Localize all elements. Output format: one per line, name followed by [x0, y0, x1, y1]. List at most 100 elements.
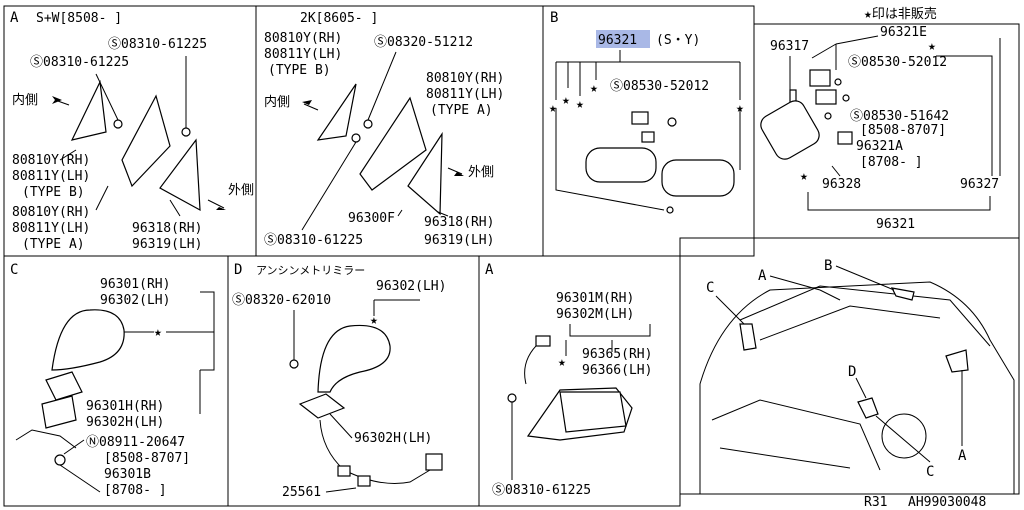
- part-label: 96366(LH): [582, 363, 652, 378]
- arrow-left-icon: [302, 100, 312, 105]
- location-label: B: [824, 258, 832, 274]
- part-label: Ⓢ08310-61225: [264, 233, 363, 248]
- part-label: 96318(RH): [132, 221, 202, 236]
- inner-mirror-part: [585, 147, 657, 183]
- bracket-part: [809, 69, 831, 87]
- arrow-right-icon: [454, 172, 464, 176]
- note-label: ★印は非販売: [864, 6, 937, 22]
- mirror-base-part: [121, 94, 171, 188]
- door-mirror-part: [51, 309, 125, 371]
- direction-label: 内側: [12, 92, 38, 108]
- connector-part: [357, 475, 371, 487]
- mirror-glass-part: [559, 391, 627, 433]
- screw-icon: [842, 94, 850, 102]
- highlight-box: [596, 30, 650, 48]
- part-label: [8708- ]: [104, 483, 167, 498]
- bracket-part: [641, 131, 655, 143]
- inner-mirror-part: [661, 159, 735, 197]
- star-icon: ★: [562, 93, 570, 108]
- mirror-cover-part: [159, 138, 201, 212]
- screw-icon: [113, 119, 123, 129]
- screw-icon: [507, 393, 517, 403]
- part-label: 80811Y(LH): [12, 169, 90, 184]
- part-label: 96302H(LH): [86, 415, 164, 430]
- star-icon: ★: [549, 101, 557, 116]
- mirror-base-part: [45, 371, 83, 401]
- panel-c: C 96301(RH) 96302(LH) ★ 96301H(RH) 96302…: [10, 262, 215, 498]
- cover-part: [837, 131, 853, 145]
- panel-a-sw: A S+W[8508- ] Ⓢ08310-61225 Ⓢ08310-61225 …: [10, 10, 254, 252]
- part-label: Ⓢ08310-61225: [30, 55, 129, 70]
- part-label: 96321E: [880, 25, 927, 40]
- diagram-code: AH99030048: [908, 495, 986, 510]
- part-label: 80810Y(RH): [12, 205, 90, 220]
- part-label: 80810Y(RH): [426, 71, 504, 86]
- direction-label: 外側: [468, 165, 494, 180]
- screw-icon: [824, 112, 832, 120]
- part-label: 96317: [770, 39, 809, 54]
- star-icon: ★: [736, 101, 744, 116]
- part-label: 80810Y(RH): [12, 153, 90, 168]
- panel-header: アンシンメトリミラー: [256, 264, 365, 277]
- connector-part: [337, 465, 351, 477]
- location-label: D: [848, 364, 856, 380]
- direction-label: 外側: [228, 183, 254, 198]
- panel-inner-mirror: ★印は非販売 96317 96321E ★ Ⓢ08530-52012 Ⓢ0853…: [760, 6, 1001, 232]
- panel-d: D アンシンメトリミラー Ⓢ08320-62010 96302(LH) ★ 96…: [232, 262, 446, 500]
- model-code: R31: [864, 495, 887, 510]
- part-label: Ⓢ08310-61225: [108, 37, 207, 52]
- panel-tag: A: [485, 262, 494, 278]
- part-label: (TYPE A): [430, 103, 493, 118]
- panel-a-electric: A 96301M(RH) 96302M(LH) 96365(RH) 96366(…: [485, 262, 652, 498]
- part-label: 80811Y(LH): [12, 221, 90, 236]
- star-icon: ★: [928, 39, 936, 54]
- connector-part: [535, 335, 551, 347]
- part-label: (S・Y): [656, 33, 700, 48]
- panel-tag: D: [234, 262, 242, 278]
- part-label: [8708- ]: [860, 155, 923, 170]
- part-label: 96319(LH): [424, 233, 494, 248]
- gasket-part: [41, 395, 77, 429]
- side-mirror-part: [739, 323, 757, 351]
- screw-icon: [181, 127, 191, 137]
- panel-tag: A: [10, 10, 19, 26]
- location-label: C: [706, 280, 714, 296]
- part-label: 96301(RH): [100, 277, 170, 292]
- part-label: (TYPE B): [268, 63, 331, 78]
- inner-mirror-part: [890, 287, 915, 301]
- screw-icon: [834, 78, 842, 86]
- part-label: 96301B: [104, 467, 151, 482]
- star-icon: ★: [576, 97, 584, 112]
- mirror-base-part: [359, 96, 427, 191]
- part-label: 96302M(LH): [556, 307, 634, 322]
- part-label-highlighted: 96321: [598, 33, 637, 48]
- panel-a-2k: 2K[8605- ] 80810Y(RH) 80811Y(LH) (TYPE B…: [264, 11, 504, 248]
- star-icon: ★: [558, 355, 566, 370]
- part-label: Ⓢ08320-51212: [374, 35, 473, 50]
- part-label: 96302H(LH): [354, 431, 432, 446]
- part-label: 96321A: [856, 139, 903, 154]
- car-body-outline: [699, 281, 1015, 495]
- mirror-cover-part: [316, 83, 357, 141]
- mirror-cover-part: [70, 79, 107, 141]
- screw-icon: [666, 206, 674, 214]
- part-label: 96321: [876, 217, 915, 232]
- arrow-right-icon: [216, 207, 226, 210]
- side-mirror-part: [945, 349, 969, 373]
- part-label: 80810Y(RH): [264, 31, 342, 46]
- part-label: Ⓢ08320-62010: [232, 293, 331, 308]
- harness-part: [15, 429, 77, 449]
- panel-tag: C: [10, 262, 18, 278]
- panel-header: 2K[8605- ]: [300, 11, 378, 26]
- part-label: 96328: [822, 177, 861, 192]
- panel-car-overview: A B C D C A: [699, 258, 1015, 495]
- part-label: 80811Y(LH): [264, 47, 342, 62]
- connector-part: [425, 453, 443, 471]
- location-label: C: [926, 464, 934, 480]
- part-label: 96302(LH): [376, 279, 446, 294]
- mirror-cover-part: [407, 131, 443, 216]
- part-label: Ⓢ08530-52012: [848, 55, 947, 70]
- part-label: 96300F: [348, 211, 395, 226]
- part-label: [8508-8707]: [860, 123, 946, 138]
